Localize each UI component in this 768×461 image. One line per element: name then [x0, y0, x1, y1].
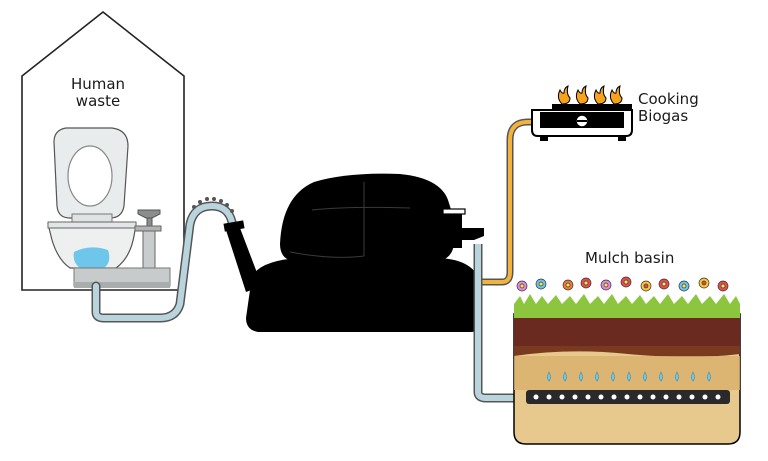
flower-icon — [516, 276, 729, 292]
cooking-biogas-label: Cooking Biogas — [638, 91, 738, 125]
grass — [514, 294, 740, 318]
water-droplets — [547, 371, 711, 382]
mulch-basin-label: Mulch basin — [585, 249, 675, 267]
flex-hose — [192, 197, 234, 213]
toilet-icon — [47, 127, 137, 269]
gas-stove-icon — [531, 104, 633, 141]
cooking-label-line1: Cooking — [638, 90, 699, 108]
human-waste-label-line1: Human — [70, 75, 126, 93]
cooking-label-line2: Biogas — [638, 107, 689, 125]
flame-icon — [557, 85, 623, 105]
biogas-digester — [246, 173, 484, 332]
mulch-basin — [513, 294, 741, 445]
human-waste-label: Human waste — [58, 76, 138, 110]
water-splash — [73, 247, 110, 268]
human-waste-label-line2: waste — [75, 92, 121, 110]
